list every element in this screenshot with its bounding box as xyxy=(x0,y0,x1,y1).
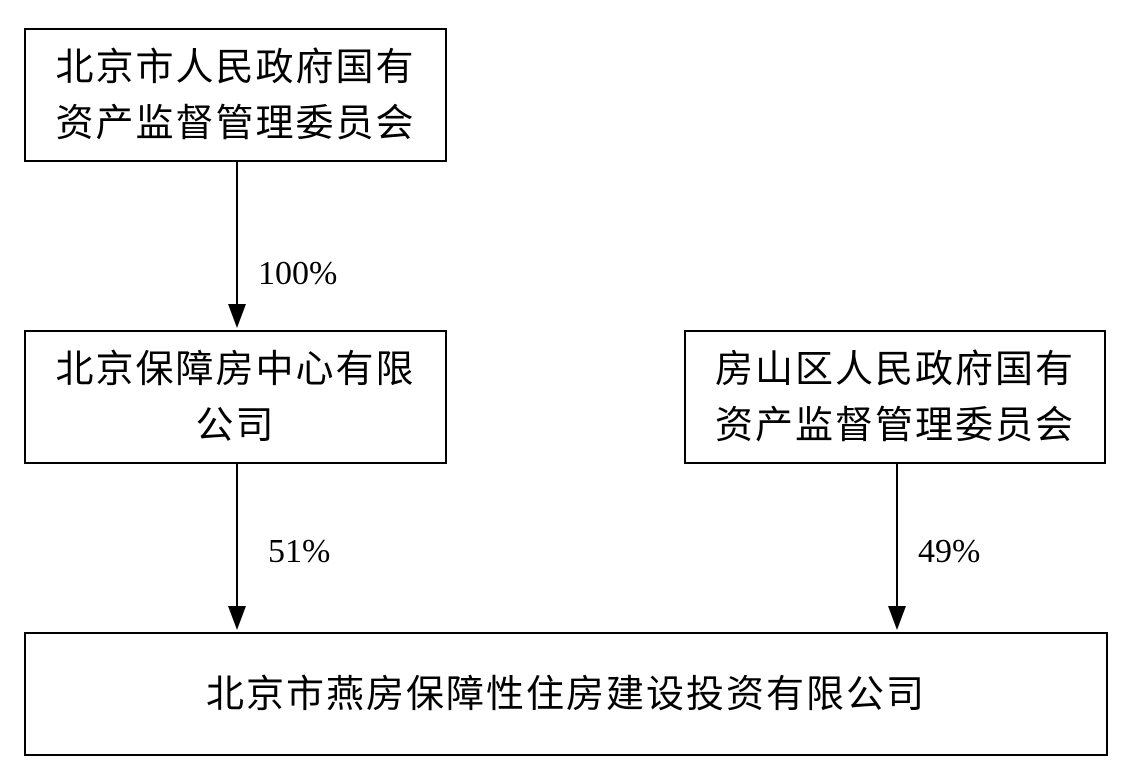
node-label: 北京市燕房保障性住房建设投资有限公司 xyxy=(205,672,926,716)
arrowhead-icon xyxy=(228,606,246,630)
edge-beijing-sasac-to-housing-center xyxy=(228,162,246,328)
node-label: 房山区人民政府国有 资产监督管理委员会 xyxy=(714,347,1075,447)
edge-label-100: 100% xyxy=(258,255,338,292)
node-beijing-sasac: 北京市人民政府国有 资产监督管理委员会 xyxy=(24,28,447,162)
node-beijing-housing-center: 北京保障房中心有限 公司 xyxy=(24,330,447,464)
edge-fangshan-sasac-to-target xyxy=(888,464,906,630)
arrowhead-icon xyxy=(228,304,246,328)
edge-housing-center-to-target xyxy=(228,464,246,630)
edge-label-49: 49% xyxy=(918,533,981,570)
node-target-company: 北京市燕房保障性住房建设投资有限公司 xyxy=(24,632,1108,756)
node-fangshan-sasac: 房山区人民政府国有 资产监督管理委员会 xyxy=(684,330,1106,464)
node-label: 北京保障房中心有限 公司 xyxy=(55,347,416,447)
arrowhead-icon xyxy=(888,606,906,630)
node-label: 北京市人民政府国有 资产监督管理委员会 xyxy=(55,45,416,145)
edge-label-51: 51% xyxy=(268,533,331,570)
